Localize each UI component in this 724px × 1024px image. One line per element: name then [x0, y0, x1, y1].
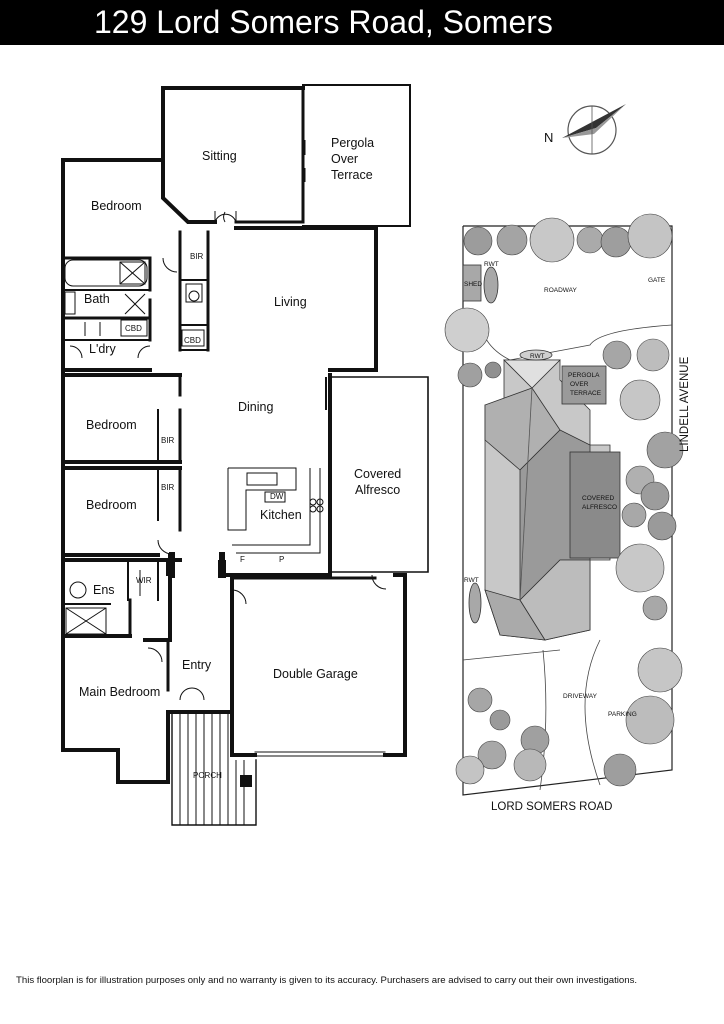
alfresco-roof: [569, 451, 621, 559]
room-label-bedroom-1: Bedroom: [91, 199, 142, 213]
room-label-entry: Entry: [182, 658, 212, 672]
site-label-driveway: DRIVEWAY: [563, 693, 598, 700]
site-label-rwt-left: RWT: [464, 577, 479, 584]
compass-icon: N: [544, 104, 626, 155]
floorplan-walls: [61, 84, 429, 826]
room-label-fridge: F: [240, 555, 245, 564]
rainwater-tank: [519, 349, 553, 361]
tree-icons: [444, 213, 684, 787]
room-label-wir: WIR: [136, 576, 152, 585]
room-label-bir-1: BIR: [190, 252, 204, 261]
site-label-parking: PARKING: [608, 711, 637, 718]
room-label-bir-3: BIR: [161, 483, 175, 492]
room-label-bir-2: BIR: [161, 436, 175, 445]
room-label-sitting: Sitting: [202, 149, 237, 163]
room-label-dw: DW: [270, 492, 284, 501]
site-label-rwt-mid: RWT: [530, 353, 545, 360]
room-label-cbd-1: CBD: [125, 324, 142, 333]
property-address-title: 129 Lord Somers Road, Somers: [94, 4, 553, 40]
street-label-lord-somers-road: LORD SOMERS ROAD: [491, 801, 612, 813]
room-label-cbd-2: CBD: [184, 336, 201, 345]
room-label-bath: Bath: [84, 292, 110, 306]
header-bar: 129 Lord Somers Road, Somers: [0, 0, 724, 45]
room-label-dining: Dining: [238, 400, 273, 414]
room-label-porch: PORCH: [193, 771, 222, 780]
room-label-ldry: L'dry: [89, 342, 116, 356]
room-label-kitchen: Kitchen: [260, 508, 302, 522]
column-marker: [218, 560, 226, 578]
street-label-lindell-avenue: LINDELL AVENUE: [679, 356, 691, 452]
room-label-living: Living: [274, 295, 307, 309]
room-label-main-bedroom: Main Bedroom: [79, 685, 160, 699]
compass-north-label: N: [544, 130, 553, 145]
room-label-bedroom-3: Bedroom: [86, 498, 137, 512]
pergola-roof: [561, 365, 607, 405]
disclaimer-text: This floorplan is for illustration purpo…: [16, 975, 638, 986]
column-marker: [166, 560, 174, 576]
room-label-ens: Ens: [93, 583, 115, 597]
site-label-rwt-top: RWT: [484, 261, 499, 268]
site-label-roadway: ROADWAY: [544, 287, 578, 294]
floorplan-fixtures: [64, 140, 387, 825]
porch-post: [240, 775, 252, 787]
site-label-shed: SHED: [464, 281, 482, 288]
room-label-double-garage: Double Garage: [273, 667, 358, 681]
rainwater-tank: [468, 582, 482, 624]
room-label-bedroom-2: Bedroom: [86, 418, 137, 432]
shed: [462, 264, 482, 302]
rainwater-tank: [483, 266, 499, 304]
room-label-pantry: P: [279, 555, 284, 564]
site-label-gate: GATE: [648, 277, 666, 284]
